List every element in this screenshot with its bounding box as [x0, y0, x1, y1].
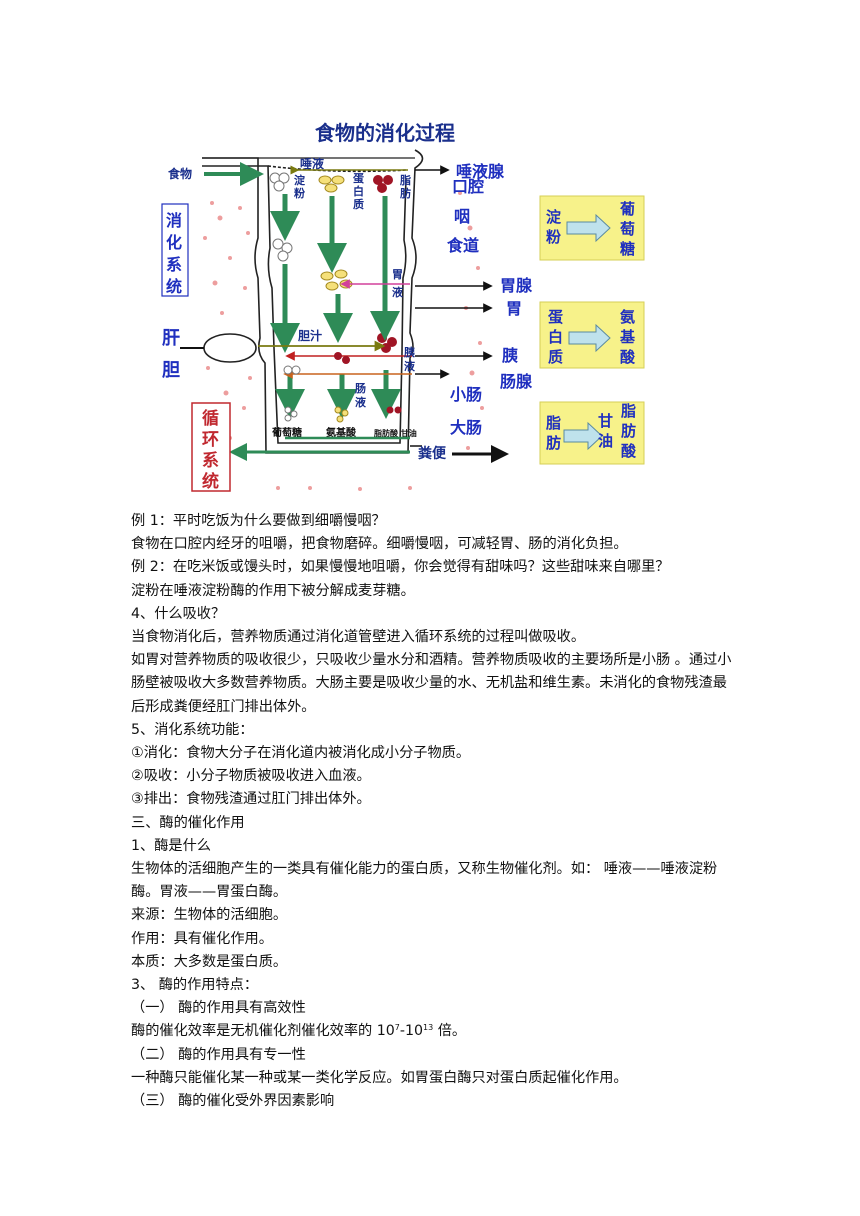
label-esophagus: 食道 — [446, 236, 479, 255]
box-fat-glycerol: 脂肪 甘油 脂肪酸 — [539, 401, 645, 465]
label-digestive-system: 消化系统 — [166, 211, 182, 296]
heading-enzyme: 三、酶的催化作用 — [131, 814, 245, 831]
label-pancreatic-juice: 胰液 — [403, 345, 416, 373]
label-starch: 淀粉 — [294, 173, 306, 200]
feature-2-text: 一种酶只能催化某一种或某一类化学反应。如胃蛋白酶只对蛋白质起催化作用。 — [131, 1069, 628, 1086]
label-gallbladder: 胆 — [161, 360, 180, 381]
circulation-box — [191, 402, 231, 492]
label-pharynx: 咽 — [454, 207, 470, 226]
absorption-detail: 如胃对营养物质的吸收很少，只吸收少量水分和酒精。营养物质吸收的主要场所是小肠 。… — [131, 652, 732, 715]
heading-functions: 5、消化系统功能： — [131, 721, 254, 738]
label-fatty-acid-glycerol: 脂肪酸 甘油 — [373, 428, 417, 438]
liver-organ — [203, 333, 257, 363]
function-absorption: ②吸收：小分子物质被吸收进入血液。 — [131, 768, 371, 785]
digestion-diagram: 食物的消化过程 食物 唾液 淀粉 蛋白质 脂肪 胃液 — [160, 108, 680, 496]
example-2-question: 例 2：在吃米饭或馒头时，如果慢慢地咀嚼，你会觉得有甜味吗？这些甜味来自哪里？ — [131, 559, 670, 576]
svg-text:蛋白质: 蛋白质 — [548, 308, 563, 366]
label-intestinal-juice: 肠液 — [355, 381, 367, 409]
amino-particles — [334, 406, 349, 423]
heading-features: 3、 酶的作用特点： — [131, 977, 259, 994]
label-circulation: 循环系统 — [202, 408, 219, 492]
svg-text:脂肪酸: 脂肪酸 — [621, 402, 637, 460]
heading-what-is-enzyme: 1、酶是什么 — [131, 837, 211, 854]
small-particles — [283, 365, 301, 375]
svg-text:淀粉: 淀粉 — [546, 208, 562, 246]
label-gastric-juice: 胃液 — [392, 268, 404, 299]
function-digestion: ①消化：食物大分子在消化道内被消化成小分子物质。 — [131, 745, 471, 762]
label-intestinal-gland: 肠腺 — [500, 372, 533, 391]
document-body: 例 1：平时吃饭为什么要做到细嚼慢咽？ 食物在口腔内经牙的咀嚼，把食物磨碎。细嚼… — [131, 510, 741, 1113]
label-feces: 粪便 — [418, 445, 447, 462]
label-large-intestine: 大肠 — [450, 418, 482, 437]
feature-1-heading: （一） 酶的作用具有高效性 — [131, 1000, 306, 1017]
enzyme-definition: 生物体的活细胞产生的一类具有催化能力的蛋白质，又称生物催化剂。如： 唾液——唾液… — [131, 861, 718, 901]
svg-text:葡萄糖: 葡萄糖 — [619, 200, 635, 258]
label-salivary-gland: 唾液腺 — [456, 162, 505, 181]
label-gastric-gland: 胃腺 — [500, 276, 533, 295]
label-glucose: 葡萄糖 — [271, 426, 302, 439]
label-saliva: 唾液 — [300, 156, 324, 171]
label-bile: 胆汁 — [298, 328, 322, 343]
box-protein-amino: 蛋白质 氨基酸 — [539, 301, 645, 369]
fattyacid-particles — [386, 406, 402, 414]
label-stomach: 胃 — [506, 299, 522, 318]
box-starch-glucose: 淀粉 葡萄糖 — [539, 195, 645, 261]
enzyme-source: 来源：生物体的活细胞。 — [131, 907, 288, 924]
enzyme-role: 作用：具有催化作用。 — [131, 930, 273, 947]
label-protein: 蛋白质 — [353, 172, 365, 211]
feature-1-text: 酶的催化效率是无机催化剂催化效率的 107-1013 倍。 — [131, 1023, 467, 1040]
figure-title: 食物的消化过程 — [315, 121, 455, 145]
svg-text:氨基酸: 氨基酸 — [619, 308, 636, 366]
label-amino-acid: 氨基酸 — [326, 426, 357, 439]
feature-3-heading: （三） 酶的催化受外界因素影响 — [131, 1093, 335, 1110]
tract-outline — [202, 149, 424, 454]
label-pancreas: 胰 — [502, 346, 518, 365]
example-1-answer: 食物在口腔内经牙的咀嚼，把食物磨碎。细嚼慢咽，可减轻胃、肠的消化负担。 — [131, 536, 628, 553]
svg-text:甘油: 甘油 — [598, 412, 613, 450]
label-fat: 脂肪 — [399, 173, 411, 200]
absorption-definition: 当食物消化后，营养物质通过消化道管壁进入循环系统的过程叫做吸收。 — [131, 629, 586, 646]
label-food: 食物 — [167, 166, 192, 181]
example-1-question: 例 1：平时吃饭为什么要做到细嚼慢咽？ — [131, 513, 386, 529]
starch-particles — [269, 172, 293, 262]
feature-2-heading: （二） 酶的作用具有专一性 — [131, 1046, 306, 1063]
digestive-system-box — [161, 203, 189, 297]
heading-absorption: 4、什么吸收？ — [131, 605, 226, 622]
enzyme-nature: 本质：大多数是蛋白质。 — [131, 953, 288, 970]
function-excretion: ③排出：食物残渣通过肛门排出体外。 — [131, 791, 371, 808]
svg-text:脂肪: 脂肪 — [546, 414, 561, 452]
glucose-particles — [284, 406, 298, 422]
label-mouth: 口腔 — [452, 177, 484, 196]
protein-particles — [318, 175, 353, 291]
label-small-intestine: 小肠 — [450, 385, 482, 404]
label-liver: 肝 — [162, 328, 180, 349]
fat-particles-mid — [334, 352, 350, 364]
example-2-answer: 淀粉在唾液淀粉酶的作用下被分解成麦芽糖。 — [131, 582, 415, 599]
